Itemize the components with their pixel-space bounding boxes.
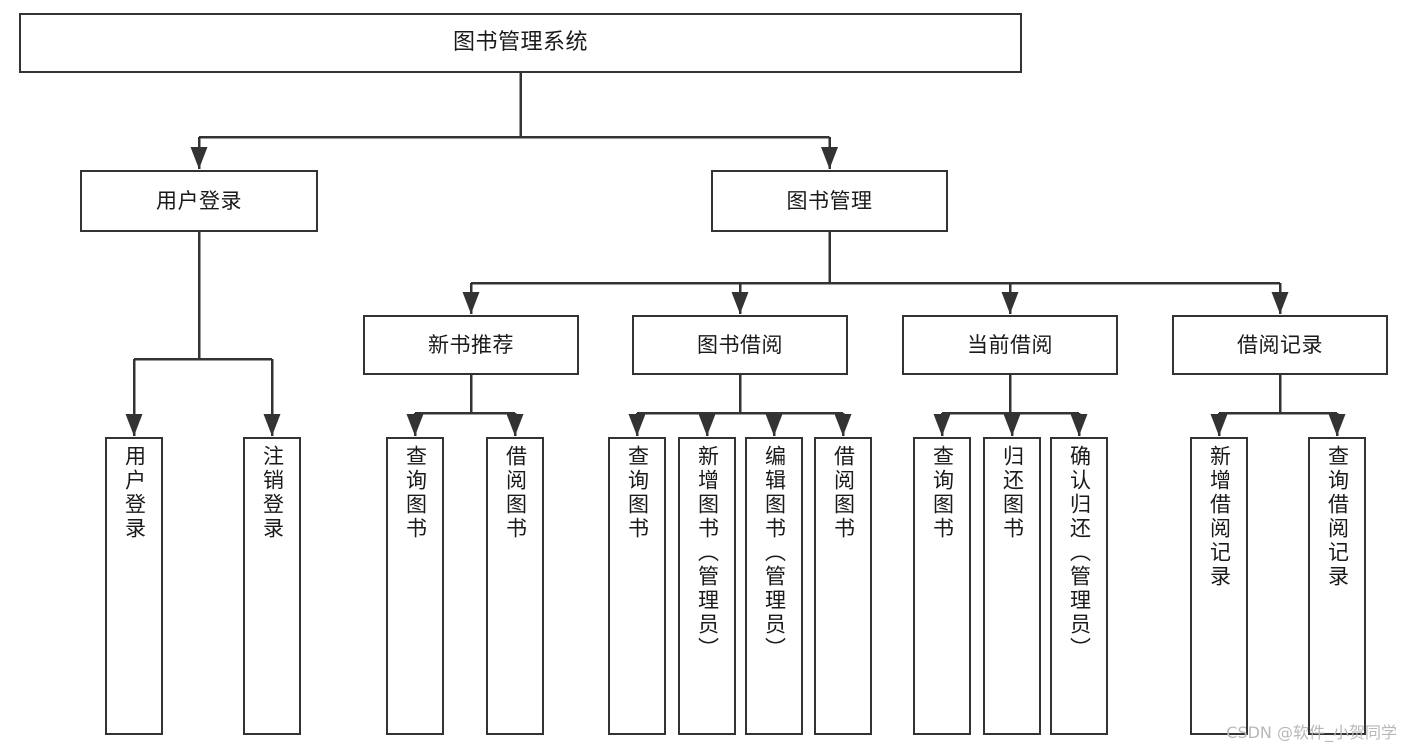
node-current: 当前借阅 [902, 315, 1118, 375]
node-label: 新书推荐 [428, 332, 514, 357]
node-label: 新增借阅记录 [1207, 445, 1232, 589]
node-l1: 用户登录 [105, 437, 163, 735]
node-label: 借阅记录 [1237, 332, 1323, 357]
node-label: 当前借阅 [967, 332, 1053, 357]
node-label: 用户登录 [156, 188, 242, 213]
node-label: 查询图书 [625, 445, 650, 541]
node-l11: 确认归还（管理员） [1050, 437, 1108, 735]
node-label: 借阅图书 [831, 445, 856, 541]
arrowhead [506, 414, 524, 436]
node-l6: 新增图书（管理员） [678, 437, 736, 735]
node-label: 用户登录 [122, 445, 147, 541]
node-l4: 借阅图书 [486, 437, 544, 735]
node-l5: 查询图书 [608, 437, 666, 735]
node-label: 注销登录 [260, 445, 285, 541]
arrowhead [821, 147, 838, 169]
arrowhead [1070, 414, 1088, 436]
node-borrow: 图书借阅 [632, 315, 848, 375]
node-record: 借阅记录 [1172, 315, 1388, 375]
arrowhead [628, 414, 646, 436]
node-label: 查询图书 [930, 445, 955, 541]
arrowhead [731, 292, 749, 314]
node-label: 图书管理 [786, 188, 873, 213]
arrowhead [190, 147, 208, 169]
node-l9: 查询图书 [913, 437, 971, 735]
node-bookmgmt: 图书管理 [711, 170, 948, 232]
node-root: 图书管理系统 [19, 13, 1022, 73]
node-label: 编辑图书（管理员） [762, 445, 787, 661]
arrowhead [125, 414, 143, 436]
arrowhead [1328, 414, 1346, 436]
watermark-text: CSDN @软件_小贺同学 [1226, 723, 1397, 742]
node-label: 归还图书 [1000, 445, 1025, 541]
node-l10: 归还图书 [983, 437, 1041, 735]
arrowhead [1003, 414, 1021, 436]
node-l2: 注销登录 [243, 437, 301, 735]
node-label: 借阅图书 [503, 445, 528, 541]
node-label: 图书借阅 [697, 332, 783, 357]
node-newbook: 新书推荐 [363, 315, 579, 375]
arrowhead [765, 414, 783, 436]
node-label: 查询借阅记录 [1325, 445, 1350, 589]
node-l8: 借阅图书 [814, 437, 872, 735]
arrowhead [1210, 414, 1228, 436]
arrowhead [263, 414, 281, 436]
node-l13: 查询借阅记录 [1308, 437, 1366, 735]
node-label: 图书管理系统 [452, 30, 588, 56]
arrowhead [834, 414, 852, 436]
arrowhead [933, 414, 951, 436]
arrowhead [1271, 292, 1289, 314]
arrowhead [406, 414, 424, 436]
arrowhead [1001, 292, 1019, 314]
node-label: 查询图书 [403, 445, 428, 541]
node-l7: 编辑图书（管理员） [745, 437, 803, 735]
node-login: 用户登录 [80, 170, 318, 232]
node-l12: 新增借阅记录 [1190, 437, 1248, 735]
arrowhead [462, 292, 480, 314]
node-label: 新增图书（管理员） [695, 445, 720, 661]
arrowhead [698, 414, 716, 436]
node-l3: 查询图书 [386, 437, 444, 735]
node-label: 确认归还（管理员） [1067, 445, 1092, 661]
